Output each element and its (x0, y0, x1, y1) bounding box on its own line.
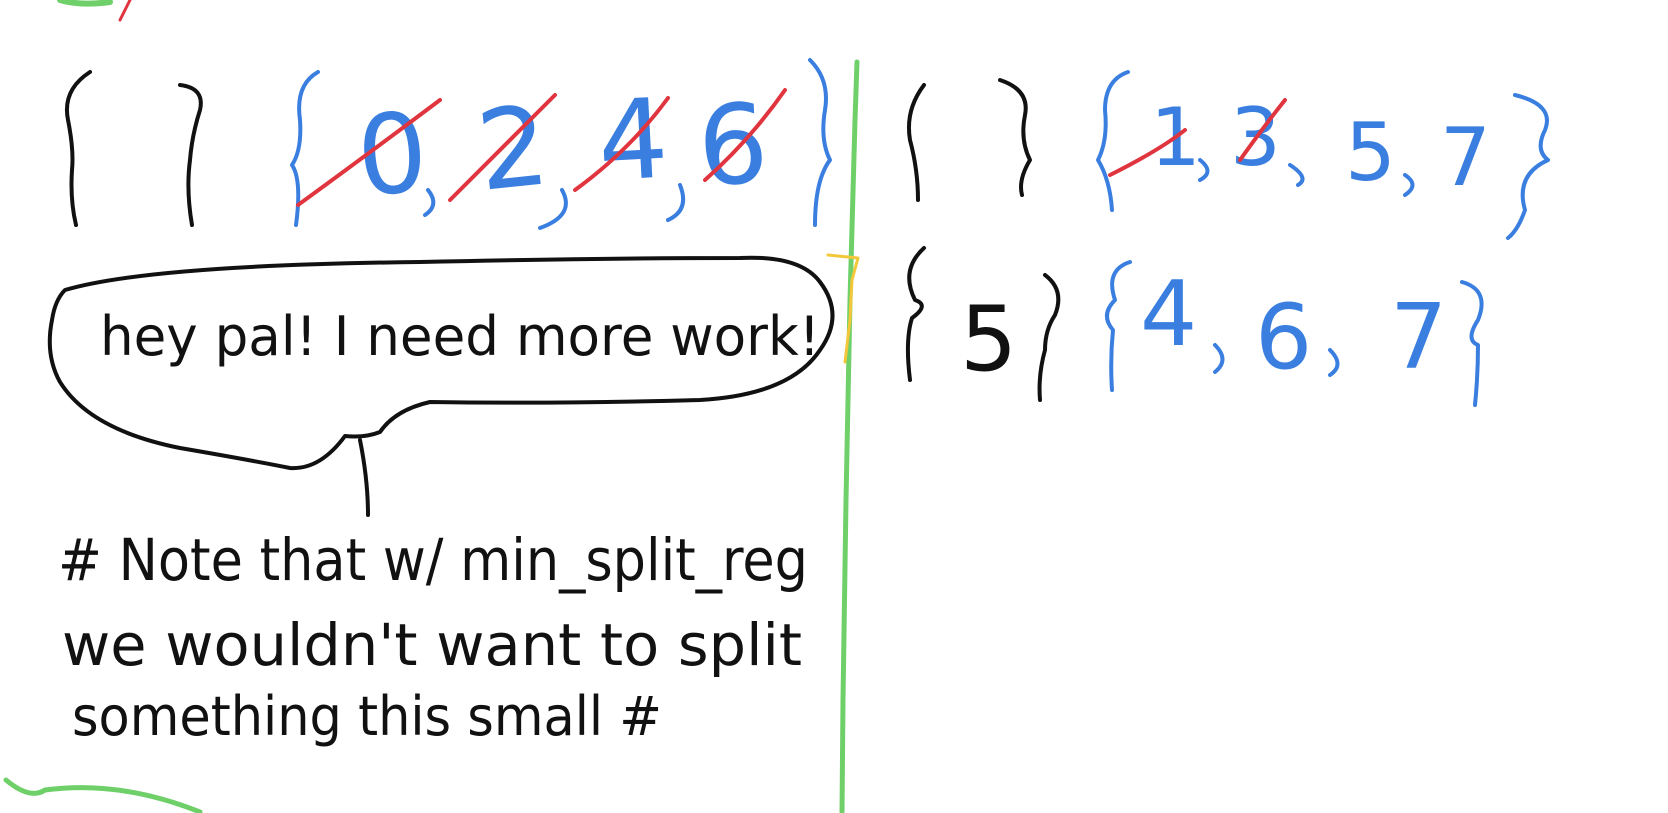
comma-mark (1198, 158, 1210, 182)
empty-set-open-brace (65, 70, 92, 227)
comma-mark (1213, 343, 1225, 374)
comma-mark (423, 188, 436, 217)
set-d-open-brace (1105, 260, 1132, 392)
speech-bubble-tail (358, 438, 370, 517)
empty-set-open-brace (907, 83, 926, 202)
set-b-close-brace (1506, 93, 1550, 240)
comma-mark (666, 183, 685, 222)
set-d-close-brace (1460, 280, 1484, 407)
strike-mark (296, 98, 442, 207)
set-c-close-brace (1037, 273, 1061, 402)
note-line: something this small # (72, 685, 662, 748)
set-a-close-brace (808, 58, 832, 227)
set-a-open-brace (290, 70, 320, 227)
set-b-open-brace (1096, 70, 1130, 212)
strike-mark (1108, 128, 1187, 177)
strike-mark (573, 96, 670, 192)
comma-mark (538, 188, 568, 230)
set-c-open-brace (905, 246, 926, 382)
set-a-element: 2 (471, 81, 554, 216)
top-green-stroke (57, 0, 113, 7)
speech-bubble-outline (47, 255, 835, 471)
set-d-element: 6 (1255, 285, 1312, 390)
set-b-element: 5 (1345, 106, 1396, 199)
bottom-green-stroke (3, 777, 203, 813)
comma-mark (1403, 173, 1415, 197)
set-b-element: 7 (1440, 111, 1491, 204)
strike-mark (448, 93, 557, 202)
empty-set-close-brace (178, 83, 203, 227)
vertical-divider (839, 59, 860, 813)
top-red-stroke (118, 0, 132, 22)
strike-mark (1238, 98, 1287, 162)
note-line: # Note that w/ min_split_reg (58, 526, 808, 594)
set-d-element: 4 (1140, 262, 1197, 367)
comma-mark (1328, 348, 1340, 377)
set-c-element: 5 (960, 287, 1017, 392)
yellow-bracket-mark (826, 253, 860, 364)
strike-mark (703, 88, 787, 182)
set-d-element: 7 (1390, 285, 1447, 390)
set-a-element: 6 (695, 79, 772, 210)
comma-mark (1288, 163, 1305, 187)
empty-set-close-brace (998, 78, 1032, 197)
speech-bubble-text: hey pal! I need more work! (100, 305, 820, 368)
note-line: we wouldn't want to split (62, 611, 802, 679)
